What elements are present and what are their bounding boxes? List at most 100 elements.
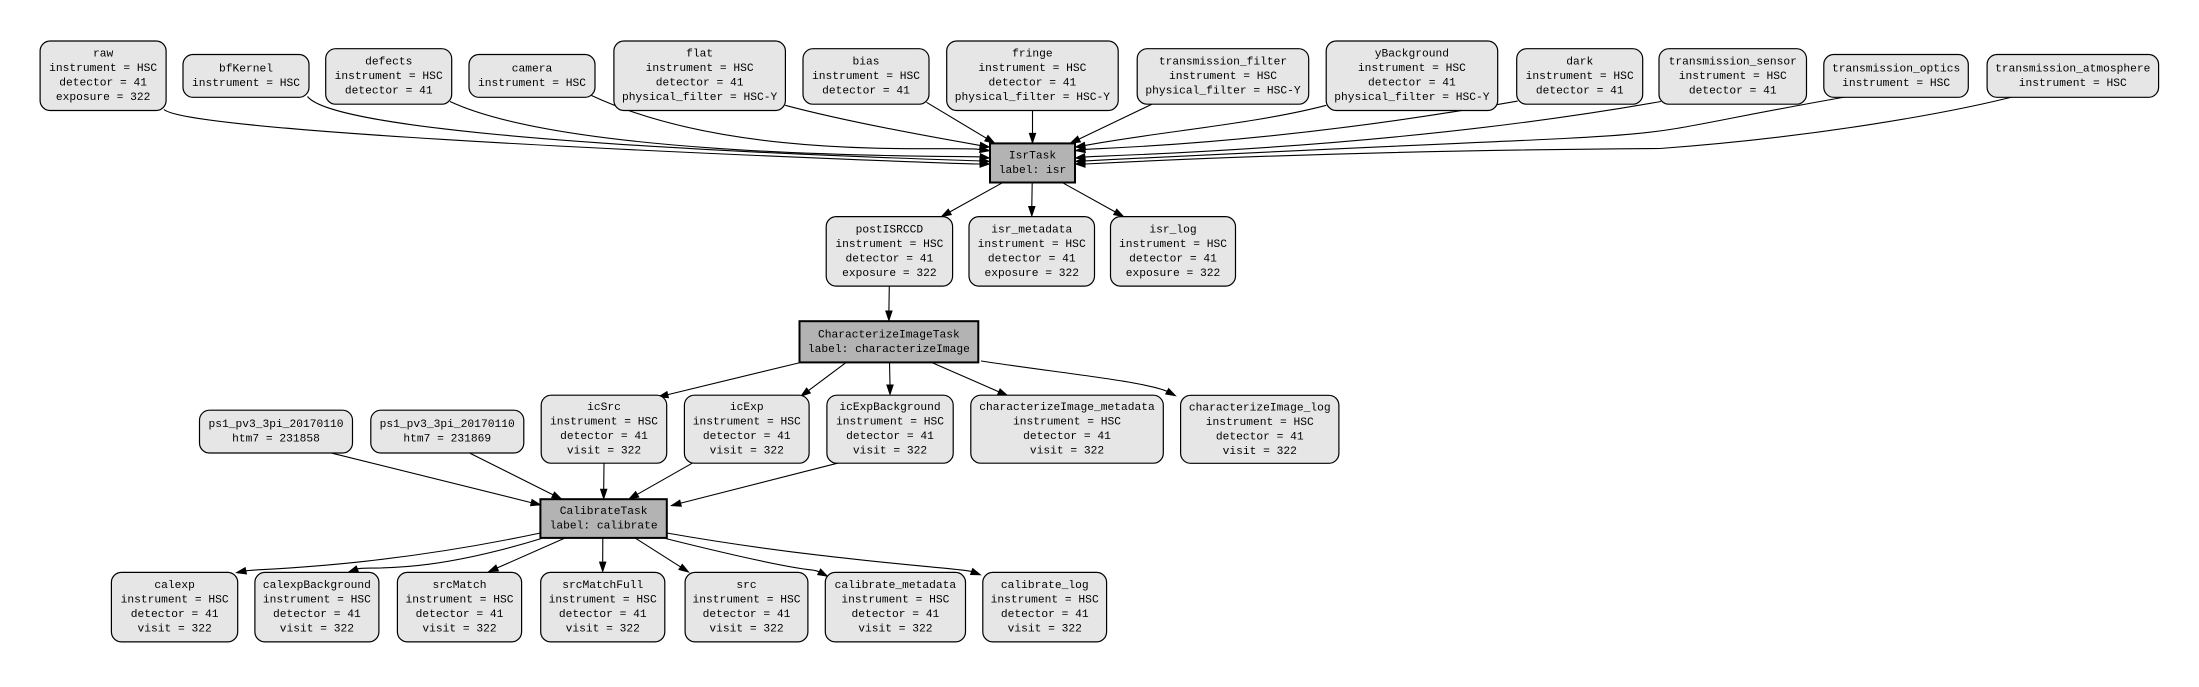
svg-text:visit = 322: visit = 322 [709, 624, 783, 636]
svg-text:detector = 41: detector = 41 [416, 609, 504, 621]
svg-text:instrument = HSC: instrument = HSC [192, 78, 300, 90]
svg-text:instrument = HSC: instrument = HSC [693, 417, 801, 429]
svg-text:detector = 41: detector = 41 [852, 609, 940, 621]
svg-text:bfKernel: bfKernel [219, 63, 273, 75]
svg-text:detector = 41: detector = 41 [59, 78, 147, 90]
svg-text:instrument = HSC: instrument = HSC [812, 71, 920, 83]
svg-text:instrument = HSC: instrument = HSC [478, 78, 586, 90]
svg-text:instrument = HSC: instrument = HSC [991, 595, 1099, 607]
svg-text:instrument = HSC: instrument = HSC [692, 595, 800, 607]
svg-text:physical_filter = HSC-Y: physical_filter = HSC-Y [1145, 86, 1301, 98]
svg-text:detector = 41: detector = 41 [1536, 86, 1624, 98]
svg-text:exposure = 322: exposure = 322 [56, 92, 151, 104]
svg-text:raw: raw [93, 49, 114, 61]
svg-text:CharacterizeImageTask: CharacterizeImageTask [818, 329, 960, 341]
svg-text:detector = 41: detector = 41 [846, 431, 934, 443]
svg-text:exposure = 322: exposure = 322 [984, 268, 1079, 280]
svg-text:transmission_sensor: transmission_sensor [1669, 57, 1797, 69]
svg-text:instrument = HSC: instrument = HSC [2019, 78, 2127, 90]
svg-text:calexpBackground: calexpBackground [263, 580, 371, 592]
svg-text:instrument = HSC: instrument = HSC [1358, 63, 1466, 75]
svg-text:IsrTask: IsrTask [1009, 150, 1057, 162]
svg-text:detector = 41: detector = 41 [1023, 431, 1111, 443]
svg-text:visit = 322: visit = 322 [280, 624, 354, 636]
svg-text:physical_filter = HSC-Y: physical_filter = HSC-Y [622, 92, 778, 104]
svg-text:detector = 41: detector = 41 [989, 78, 1077, 90]
svg-text:visit = 322: visit = 322 [567, 446, 641, 458]
svg-text:instrument = HSC: instrument = HSC [1679, 71, 1787, 83]
svg-text:instrument = HSC: instrument = HSC [835, 239, 943, 251]
svg-text:detector = 41: detector = 41 [1129, 253, 1217, 265]
svg-text:instrument = HSC: instrument = HSC [121, 595, 229, 607]
svg-text:ps1_pv3_3pi_20170110: ps1_pv3_3pi_20170110 [380, 419, 515, 431]
svg-text:instrument = HSC: instrument = HSC [1169, 71, 1277, 83]
svg-text:visit = 322: visit = 322 [1030, 446, 1104, 458]
svg-text:CalibrateTask: CalibrateTask [560, 506, 648, 518]
svg-text:yBackground: yBackground [1375, 49, 1449, 61]
svg-text:postISRCCD: postISRCCD [856, 224, 924, 236]
svg-text:visit = 322: visit = 322 [1223, 446, 1297, 458]
svg-text:label: calibrate: label: calibrate [550, 521, 658, 533]
svg-text:detector = 41: detector = 41 [345, 86, 433, 98]
svg-text:detector = 41: detector = 41 [703, 431, 791, 443]
svg-text:instrument = HSC: instrument = HSC [841, 595, 949, 607]
svg-text:fringe: fringe [1012, 49, 1053, 61]
svg-text:icExpBackground: icExpBackground [839, 402, 940, 414]
svg-text:physical_filter = HSC-Y: physical_filter = HSC-Y [955, 92, 1111, 104]
svg-text:htm7 = 231869: htm7 = 231869 [403, 434, 491, 446]
svg-text:instrument = HSC: instrument = HSC [405, 595, 513, 607]
svg-text:detector = 41: detector = 41 [1689, 86, 1777, 98]
svg-text:transmission_optics: transmission_optics [1832, 63, 1960, 75]
svg-text:transmission_atmosphere: transmission_atmosphere [1995, 63, 2151, 75]
svg-text:instrument = HSC: instrument = HSC [1526, 71, 1634, 83]
svg-text:dark: dark [1566, 57, 1593, 69]
svg-text:instrument = HSC: instrument = HSC [49, 63, 157, 75]
svg-text:detector = 41: detector = 41 [703, 609, 791, 621]
svg-text:instrument = HSC: instrument = HSC [836, 417, 944, 429]
svg-text:instrument = HSC: instrument = HSC [550, 417, 658, 429]
svg-text:defects: defects [365, 57, 412, 69]
svg-text:label: characterizeImage: label: characterizeImage [808, 344, 970, 356]
svg-text:detector = 41: detector = 41 [559, 609, 647, 621]
svg-text:visit = 322: visit = 322 [710, 446, 784, 458]
svg-text:visit = 322: visit = 322 [137, 624, 211, 636]
svg-text:icSrc: icSrc [587, 402, 621, 414]
svg-text:bias: bias [852, 57, 879, 69]
svg-text:detector = 41: detector = 41 [1001, 609, 1089, 621]
svg-text:srcMatchFull: srcMatchFull [562, 580, 643, 592]
svg-text:instrument = HSC: instrument = HSC [646, 63, 754, 75]
svg-text:instrument = HSC: instrument = HSC [549, 595, 657, 607]
svg-text:detector = 41: detector = 41 [131, 609, 219, 621]
svg-text:detector = 41: detector = 41 [273, 609, 361, 621]
svg-text:transmission_filter: transmission_filter [1159, 57, 1287, 69]
svg-text:ps1_pv3_3pi_20170110: ps1_pv3_3pi_20170110 [208, 419, 343, 431]
svg-text:instrument = HSC: instrument = HSC [1013, 417, 1121, 429]
svg-text:detector = 41: detector = 41 [656, 78, 744, 90]
svg-text:exposure = 322: exposure = 322 [1126, 268, 1221, 280]
svg-text:src: src [736, 580, 756, 592]
svg-text:instrument = HSC: instrument = HSC [1842, 78, 1950, 90]
svg-text:isr_log: isr_log [1149, 224, 1196, 236]
svg-text:exposure = 322: exposure = 322 [842, 268, 937, 280]
svg-text:characterizeImage_metadata: characterizeImage_metadata [979, 402, 1155, 414]
svg-text:physical_filter = HSC-Y: physical_filter = HSC-Y [1334, 92, 1490, 104]
svg-text:detector = 41: detector = 41 [988, 253, 1076, 265]
svg-text:visit = 322: visit = 322 [853, 446, 927, 458]
svg-text:instrument = HSC: instrument = HSC [335, 71, 443, 83]
svg-text:characterizeImage_log: characterizeImage_log [1189, 402, 1331, 414]
svg-text:instrument = HSC: instrument = HSC [978, 239, 1086, 251]
svg-text:instrument = HSC: instrument = HSC [263, 595, 371, 607]
svg-text:visit = 322: visit = 322 [858, 624, 932, 636]
svg-text:detector = 41: detector = 41 [822, 86, 910, 98]
svg-text:calibrate_log: calibrate_log [1001, 580, 1089, 592]
svg-text:detector = 41: detector = 41 [1368, 78, 1456, 90]
svg-text:instrument = HSC: instrument = HSC [1206, 417, 1314, 429]
svg-text:instrument = HSC: instrument = HSC [978, 63, 1086, 75]
svg-text:calexp: calexp [154, 580, 195, 592]
svg-text:visit = 322: visit = 322 [422, 624, 496, 636]
svg-text:visit = 322: visit = 322 [1008, 624, 1082, 636]
svg-text:isr_metadata: isr_metadata [991, 224, 1072, 236]
svg-text:label: isr: label: isr [999, 165, 1067, 177]
svg-text:srcMatch: srcMatch [432, 580, 486, 592]
svg-text:htm7 = 231858: htm7 = 231858 [232, 434, 320, 446]
